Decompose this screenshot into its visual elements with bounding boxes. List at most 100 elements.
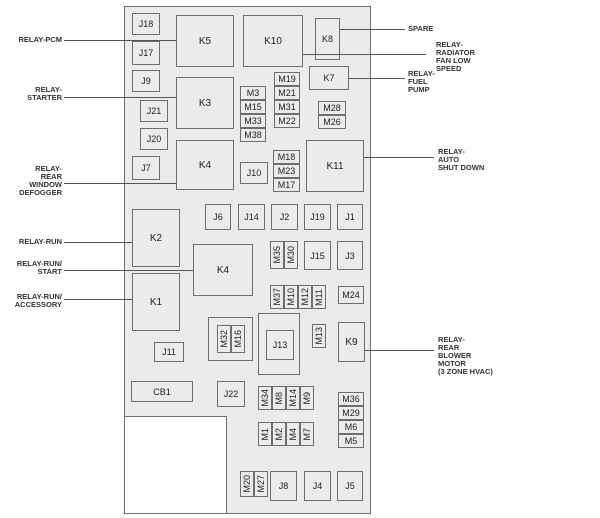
junction-j4: J4: [304, 471, 331, 501]
fuse-m4: M4: [286, 422, 300, 446]
fuse-m17-label: M17: [277, 180, 296, 190]
fuse-m14: M14: [286, 386, 300, 410]
fuse-m9: M9: [300, 386, 314, 410]
junction-j17: J17: [132, 41, 160, 65]
junction-j17-label: J17: [138, 48, 154, 58]
junction-j15-label: J15: [310, 250, 325, 261]
relay-k5-label: K5: [198, 35, 212, 47]
leader-line-relay-rear-window-defogger: [64, 183, 176, 184]
junction-j20-label: J20: [146, 134, 162, 144]
junction-j1: J1: [337, 204, 363, 230]
label-relay-run-accessory: RELAY-RUN/ACCESSORY: [14, 292, 62, 309]
leader-line-spare: [340, 29, 405, 30]
fuse-m4-label: M4: [288, 427, 298, 441]
relay-k7: K7: [309, 66, 349, 90]
fuse-m18-label: M18: [277, 152, 296, 162]
fuse-m19-label: M19: [278, 74, 296, 84]
relay-k5: K5: [176, 15, 234, 67]
relay-k4-lower-label: K4: [216, 264, 230, 276]
fuse-m24-label: M24: [342, 290, 360, 300]
relay-k11-label: K11: [326, 160, 344, 172]
relay-k2: K2: [132, 209, 180, 267]
fuse-m18: M18: [273, 150, 300, 164]
fuse-m23-label: M23: [277, 166, 296, 176]
fuse-m10: M10: [284, 285, 298, 309]
fuse-m37-label: M37: [272, 288, 282, 306]
fuse-m16-label: M16: [233, 330, 243, 348]
relay-k9-label: K9: [345, 336, 358, 348]
relay-k4-lower: K4: [193, 244, 253, 296]
fuse-m29-label: M29: [342, 408, 360, 418]
label-relay-run-start: RELAY-RUN/START: [16, 259, 62, 276]
junction-j1-label: J1: [345, 212, 355, 222]
fuse-m15-label: M15: [244, 102, 262, 112]
junction-j10-label: J10: [246, 168, 262, 178]
fuse-m38: M38: [240, 128, 266, 142]
relay-k3: K3: [176, 77, 234, 129]
fuse-m1: M1: [258, 422, 272, 446]
fuse-m26: M26: [318, 115, 346, 129]
label-relay-run: RELAY-RUN: [18, 237, 62, 246]
fuse-m1-label: M1: [260, 427, 270, 441]
fuse-m3-label: M3: [246, 88, 260, 98]
relay-k9: K9: [338, 322, 365, 362]
fuse-m8: M8: [272, 386, 286, 410]
fuse-m15: M15: [240, 100, 266, 114]
fuse-m7-label: M7: [302, 427, 312, 441]
relay-k11: K11: [306, 140, 364, 192]
junction-j9-label: J9: [141, 76, 151, 86]
fuse-m8-label: M8: [274, 391, 284, 405]
fuse-m37: M37: [270, 285, 284, 309]
leader-line-relay-run-accessory: [64, 299, 132, 300]
leader-line-relay-rear-blower-motor: [365, 350, 434, 351]
fuse-m30-label: M30: [286, 246, 296, 264]
fuse-m28: M28: [318, 101, 346, 115]
circuit-breaker-cb1-label: CB1: [153, 386, 171, 397]
junction-j13-label: J13: [272, 340, 288, 350]
junction-j14: J14: [238, 204, 265, 230]
junction-j21-label: J21: [146, 106, 162, 116]
fuse-m23: M23: [273, 164, 300, 178]
fuse-m29: M29: [338, 406, 364, 420]
relay-k2-label: K2: [149, 232, 163, 244]
junction-j15: J15: [304, 241, 331, 270]
label-relay-pcm: RELAY-PCM: [18, 35, 62, 44]
fuse-m30: M30: [284, 241, 298, 269]
fuse-m35: M35: [270, 241, 284, 269]
fuse-m35-label: M35: [272, 246, 282, 264]
circuit-breaker-cb1: CB1: [131, 381, 193, 402]
leader-line-relay-radiator-fan: [303, 54, 426, 55]
junction-j6-label: J6: [213, 212, 223, 222]
fuse-m5-label: M5: [344, 436, 358, 446]
fuse-m13: M13: [312, 324, 326, 348]
relay-k1-label: K1: [149, 296, 163, 308]
fuse-m36-label: M36: [342, 394, 360, 404]
leader-line-relay-pcm: [64, 40, 176, 41]
fuse-m2: M2: [272, 422, 286, 446]
fuse-m36: M36: [338, 392, 364, 406]
junction-j2: J2: [271, 204, 298, 230]
junction-j4-label: J4: [312, 481, 323, 491]
fuse-m33: M33: [240, 114, 266, 128]
fuse-m21: M21: [274, 86, 300, 100]
junction-j3-label: J3: [345, 250, 355, 261]
fuse-m11-label: M11: [314, 288, 324, 306]
junction-j22: J22: [217, 381, 245, 407]
fuse-m34: M34: [258, 386, 272, 410]
junction-j18-label: J18: [138, 19, 154, 29]
fuse-m9-label: M9: [302, 391, 312, 405]
fuse-m20-label: M20: [242, 475, 252, 493]
junction-j22-label: J22: [223, 389, 239, 399]
fuse-m34-label: M34: [260, 389, 270, 407]
fuse-m26-label: M26: [323, 117, 341, 127]
junction-j5: J5: [337, 471, 363, 501]
junction-j11-label: J11: [162, 347, 176, 357]
fuse-m24: M24: [338, 286, 364, 304]
junction-j7-label: J7: [141, 163, 151, 173]
fuse-m12: M12: [298, 285, 312, 309]
junction-j18: J18: [132, 13, 160, 35]
